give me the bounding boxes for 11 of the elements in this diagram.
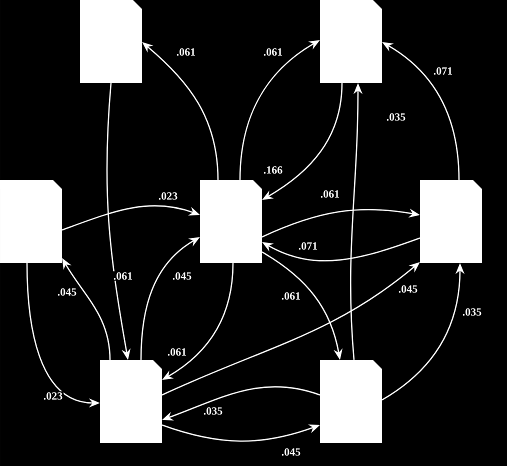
document-icon xyxy=(100,360,162,443)
edge-label: .061 xyxy=(166,347,188,357)
document-icon xyxy=(200,180,262,263)
document-icon xyxy=(320,0,382,83)
document-icon xyxy=(80,0,142,83)
document-icon xyxy=(320,360,382,443)
document-icon xyxy=(420,180,482,263)
document-icon xyxy=(0,180,62,263)
edge-label: .023 xyxy=(42,391,64,401)
edge-label: .045 xyxy=(280,447,302,457)
edge-label: .035 xyxy=(202,406,224,416)
